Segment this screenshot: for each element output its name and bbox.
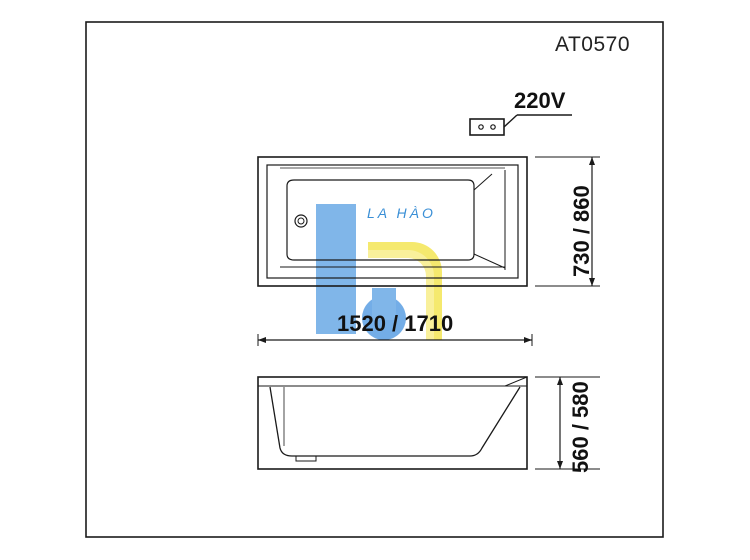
voltage-label: 220V [514, 88, 566, 113]
watermark-logo [316, 204, 442, 340]
electrical-socket-icon [469, 114, 572, 136]
drawing-frame [85, 21, 664, 538]
drain-icon [294, 214, 308, 228]
model-code: AT0570 [555, 33, 630, 56]
length-dimension-line [257, 334, 533, 346]
bathtub-side-view [257, 376, 528, 470]
bathtub-top-view [257, 156, 528, 287]
width-dimension-line [535, 156, 600, 287]
height-dimension-label: 560 / 580 [568, 381, 593, 473]
width-dimension-label: 730 / 860 [569, 185, 594, 277]
height-dimension-line [535, 376, 600, 470]
length-dimension-label: 1520 / 1710 [337, 311, 454, 336]
watermark-brand-text: LA HÀO [367, 205, 436, 221]
